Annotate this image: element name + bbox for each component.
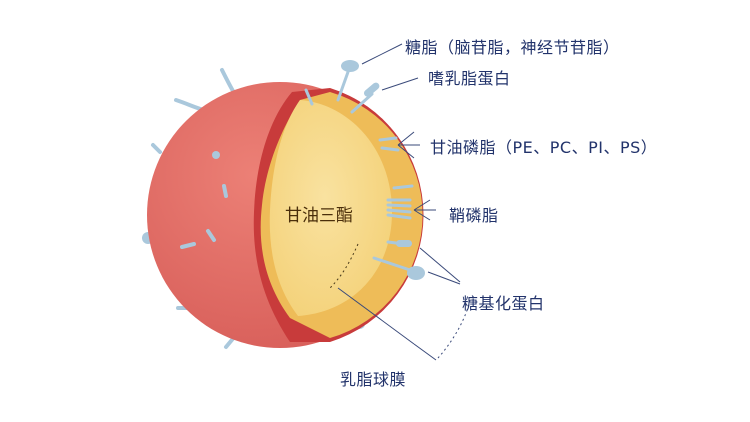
label-phospholipid: 甘油磷脂（PE、PC、PI、PS）	[430, 138, 658, 157]
label-glycoprotein: 糖基化蛋白	[462, 294, 545, 313]
rim-protrusions	[304, 70, 414, 272]
label-milk-fat-globule-membrane: 乳脂球膜	[340, 370, 407, 389]
butyrophilin-cap	[363, 82, 380, 97]
glycoprotein-cap-2	[407, 266, 425, 280]
core-label-triglyceride: 甘油三酯	[285, 206, 353, 226]
core-inner	[269, 100, 392, 316]
leader-lines	[337, 43, 471, 361]
label-butyrophilin: 嗜乳脂蛋白	[428, 69, 511, 88]
label-glycolipid: 糖脂（脑苷脂，神经节苷脂）	[405, 38, 620, 57]
surface-features	[180, 151, 228, 249]
glycolipid-cap	[341, 60, 359, 72]
glycoprotein-cap	[396, 240, 412, 247]
label-sphingomyelin: 鞘磷脂	[449, 206, 499, 225]
